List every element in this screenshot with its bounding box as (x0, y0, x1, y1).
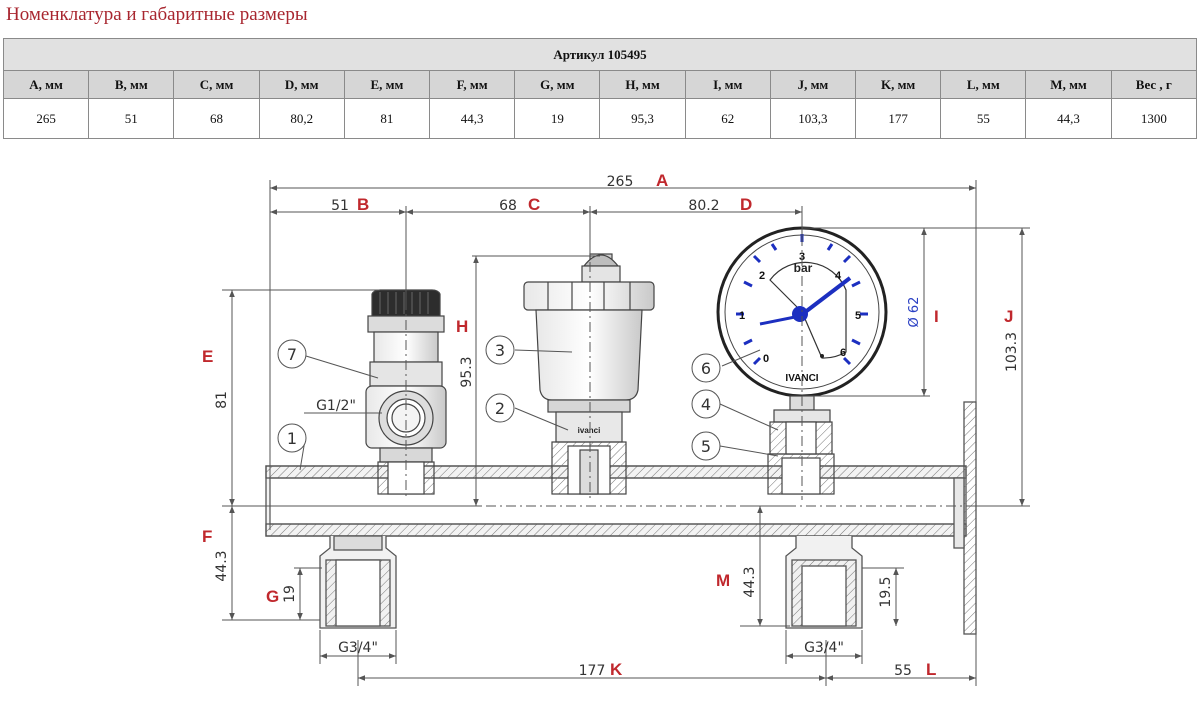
gauge-unit: bar (794, 261, 813, 275)
callout-3: 3 (495, 341, 505, 360)
gauge-scale-1: 1 (739, 310, 745, 322)
label-k: K (610, 660, 623, 679)
right-outlet (785, 536, 863, 629)
dim-a: 265 (607, 174, 634, 190)
label-a: A (656, 171, 668, 190)
table-cell: 68 (173, 98, 260, 139)
dim-m: 44.3 (742, 566, 758, 597)
dim-m-secondary: 19.5 (878, 576, 894, 607)
dim-d: 80.2 (688, 198, 719, 214)
air-vent: ivanci (523, 253, 655, 495)
dim-h: 95.3 (459, 356, 475, 387)
table-cell: 103,3 (769, 98, 857, 139)
table-cell: 81 (343, 98, 431, 139)
gauge-scale-5: 5 (855, 310, 861, 322)
dim-e: 81 (214, 391, 230, 409)
gauge-scale-0: 0 (763, 353, 769, 365)
callout-6: 6 (701, 359, 711, 378)
table-cell: 55 (940, 98, 1027, 139)
dim-f: 44.3 (214, 550, 230, 581)
thread-right: G3/4" (804, 640, 844, 656)
table-cell: 51 (88, 98, 175, 139)
label-i: I (934, 307, 939, 326)
callouts (277, 335, 779, 471)
left-outlet (319, 535, 397, 629)
label-c: C (528, 195, 540, 214)
table-cell: 177 (855, 98, 942, 139)
col-header: H, мм (599, 70, 686, 99)
values-row: 265 51 68 80,2 81 44,3 19 95,3 62 103,3 … (2, 98, 1198, 139)
table-cell: 80,2 (258, 98, 345, 139)
table-cell: 44,3 (1025, 98, 1112, 139)
col-header: F, мм (429, 70, 516, 99)
dim-g: 19 (282, 585, 298, 603)
table-cell: 44,3 (429, 98, 516, 139)
gauge-scale-2: 2 (759, 270, 765, 282)
callout-2: 2 (495, 399, 505, 418)
callout-1: 1 (287, 429, 297, 448)
label-m: M (716, 571, 730, 590)
dim-j: 103.3 (1004, 332, 1020, 372)
label-f: F (202, 527, 212, 546)
col-header: B, мм (88, 70, 175, 99)
page-title: Номенклатура и габаритные размеры (6, 4, 308, 25)
gauge-scale-6: 6 (840, 347, 846, 359)
label-g: G (266, 587, 279, 606)
col-header: L, мм (940, 70, 1027, 99)
gauge-scale-4: 4 (835, 270, 842, 282)
dimension-lines (222, 180, 1030, 686)
table-cell: 62 (684, 98, 771, 139)
dim-c: 68 (499, 198, 517, 214)
callout-5: 5 (701, 437, 711, 456)
label-d: D (740, 195, 752, 214)
col-header: D, мм (258, 70, 345, 99)
dim-b: 51 (331, 198, 349, 214)
callout-4: 4 (701, 395, 711, 414)
label-j: J (1004, 307, 1013, 326)
table-cell: 1300 (1110, 98, 1198, 139)
label-h: H (456, 317, 468, 336)
dim-l: 55 (894, 663, 912, 679)
col-header: C, мм (173, 70, 260, 99)
thread-left: G3/4" (338, 640, 378, 656)
table-cell: 19 (514, 98, 601, 139)
table-cell: 95,3 (599, 98, 686, 139)
spec-table: Артикул 105495 A, мм B, мм C, мм D, мм E… (2, 38, 1198, 139)
col-header: I, мм (684, 70, 771, 99)
vent-brand: ivanci (578, 426, 601, 435)
label-b: B (357, 195, 369, 214)
gauge-fittings (767, 395, 835, 495)
thread-g12: G1/2" (316, 398, 356, 414)
col-header: A, мм (2, 70, 90, 99)
table-cell: 265 (2, 98, 90, 139)
dim-i: Ø 62 (907, 297, 922, 328)
label-e: E (202, 347, 213, 366)
col-header: J, мм (769, 70, 857, 99)
dim-k: 177 (579, 663, 606, 679)
callout-7: 7 (287, 345, 297, 364)
label-l: L (926, 660, 936, 679)
col-header: G, мм (514, 70, 601, 99)
header-row: A, мм B, мм C, мм D, мм E, мм F, мм G, м… (2, 70, 1198, 99)
